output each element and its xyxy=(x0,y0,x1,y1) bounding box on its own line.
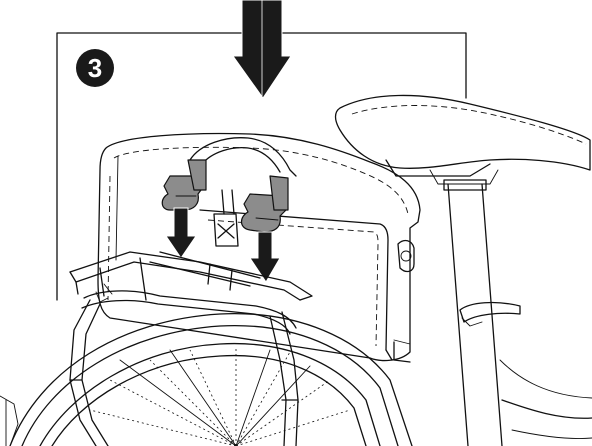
bag-handle-inner xyxy=(201,146,281,173)
left-mounting-hook xyxy=(161,159,207,211)
step-badge: 3 xyxy=(76,49,114,87)
pannier-bag xyxy=(97,132,421,363)
left-hook-down-arrow-icon xyxy=(165,207,197,259)
step-badge-number: 3 xyxy=(88,53,102,83)
bicycle-frame-curve xyxy=(499,359,592,399)
bicycle-saddle xyxy=(334,94,591,185)
right-mounting-hook xyxy=(240,175,289,233)
luggage-rack xyxy=(69,251,313,446)
right-hook-down-arrow-icon xyxy=(249,231,281,283)
bicycle-seat-tube xyxy=(443,179,592,446)
step-badge-circle xyxy=(76,49,114,87)
bag-handle xyxy=(189,137,297,177)
rear-wheel xyxy=(0,312,413,446)
